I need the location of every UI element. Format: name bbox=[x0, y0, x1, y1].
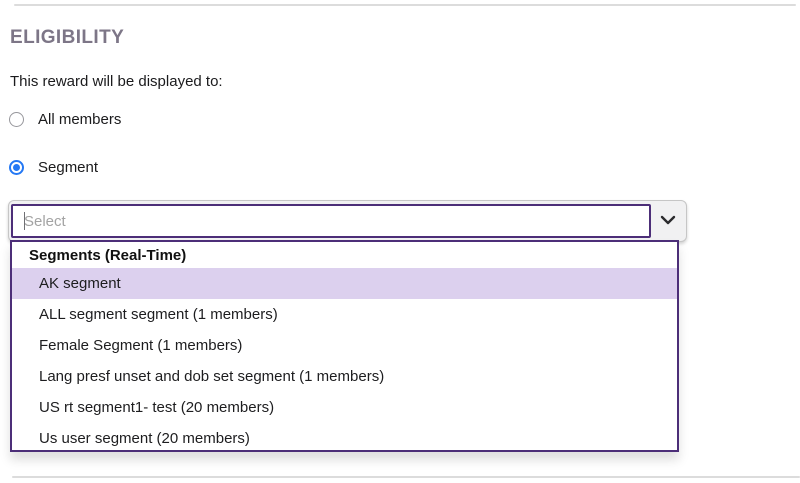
dropdown-option-female-segment[interactable]: Female Segment (1 members) bbox=[39, 337, 243, 354]
combobox-toggle-button[interactable] bbox=[650, 201, 686, 241]
dropdown-option-ak-segment[interactable]: AK segment bbox=[12, 268, 677, 299]
radio-label-segment: Segment bbox=[38, 158, 99, 176]
chevron-down-icon bbox=[660, 212, 676, 230]
dropdown-option-all-segment[interactable]: ALL segment segment (1 members) bbox=[39, 306, 278, 323]
dropdown-option-us-user-segment[interactable]: Us user segment (20 members) bbox=[39, 430, 250, 447]
radio-option-all-members[interactable]: All members bbox=[9, 110, 122, 128]
dropdown-option-us-rt-segment[interactable]: US rt segment1- test (20 members) bbox=[39, 399, 275, 416]
segment-select-input[interactable] bbox=[13, 206, 649, 236]
segment-select-field[interactable] bbox=[11, 204, 651, 238]
segment-combobox[interactable] bbox=[8, 200, 687, 242]
dropdown-group-header: Segments (Real-Time) bbox=[29, 247, 187, 264]
eligibility-description: This reward will be displayed to: bbox=[10, 73, 223, 90]
bottom-divider bbox=[12, 476, 800, 478]
radio-unselected-icon[interactable] bbox=[9, 111, 24, 127]
radio-option-segment[interactable]: Segment bbox=[9, 158, 99, 176]
radio-selected-icon[interactable] bbox=[9, 159, 24, 175]
top-divider bbox=[14, 4, 796, 6]
dropdown-option-lang-presf-segment[interactable]: Lang presf unset and dob set segment (1 … bbox=[39, 368, 385, 385]
segment-dropdown-list: Segments (Real-Time) AK segment ALL segm… bbox=[10, 240, 679, 452]
radio-label-all-members: All members bbox=[38, 110, 122, 128]
page-title: ELIGIBILITY bbox=[10, 27, 125, 48]
text-caret bbox=[24, 212, 25, 230]
